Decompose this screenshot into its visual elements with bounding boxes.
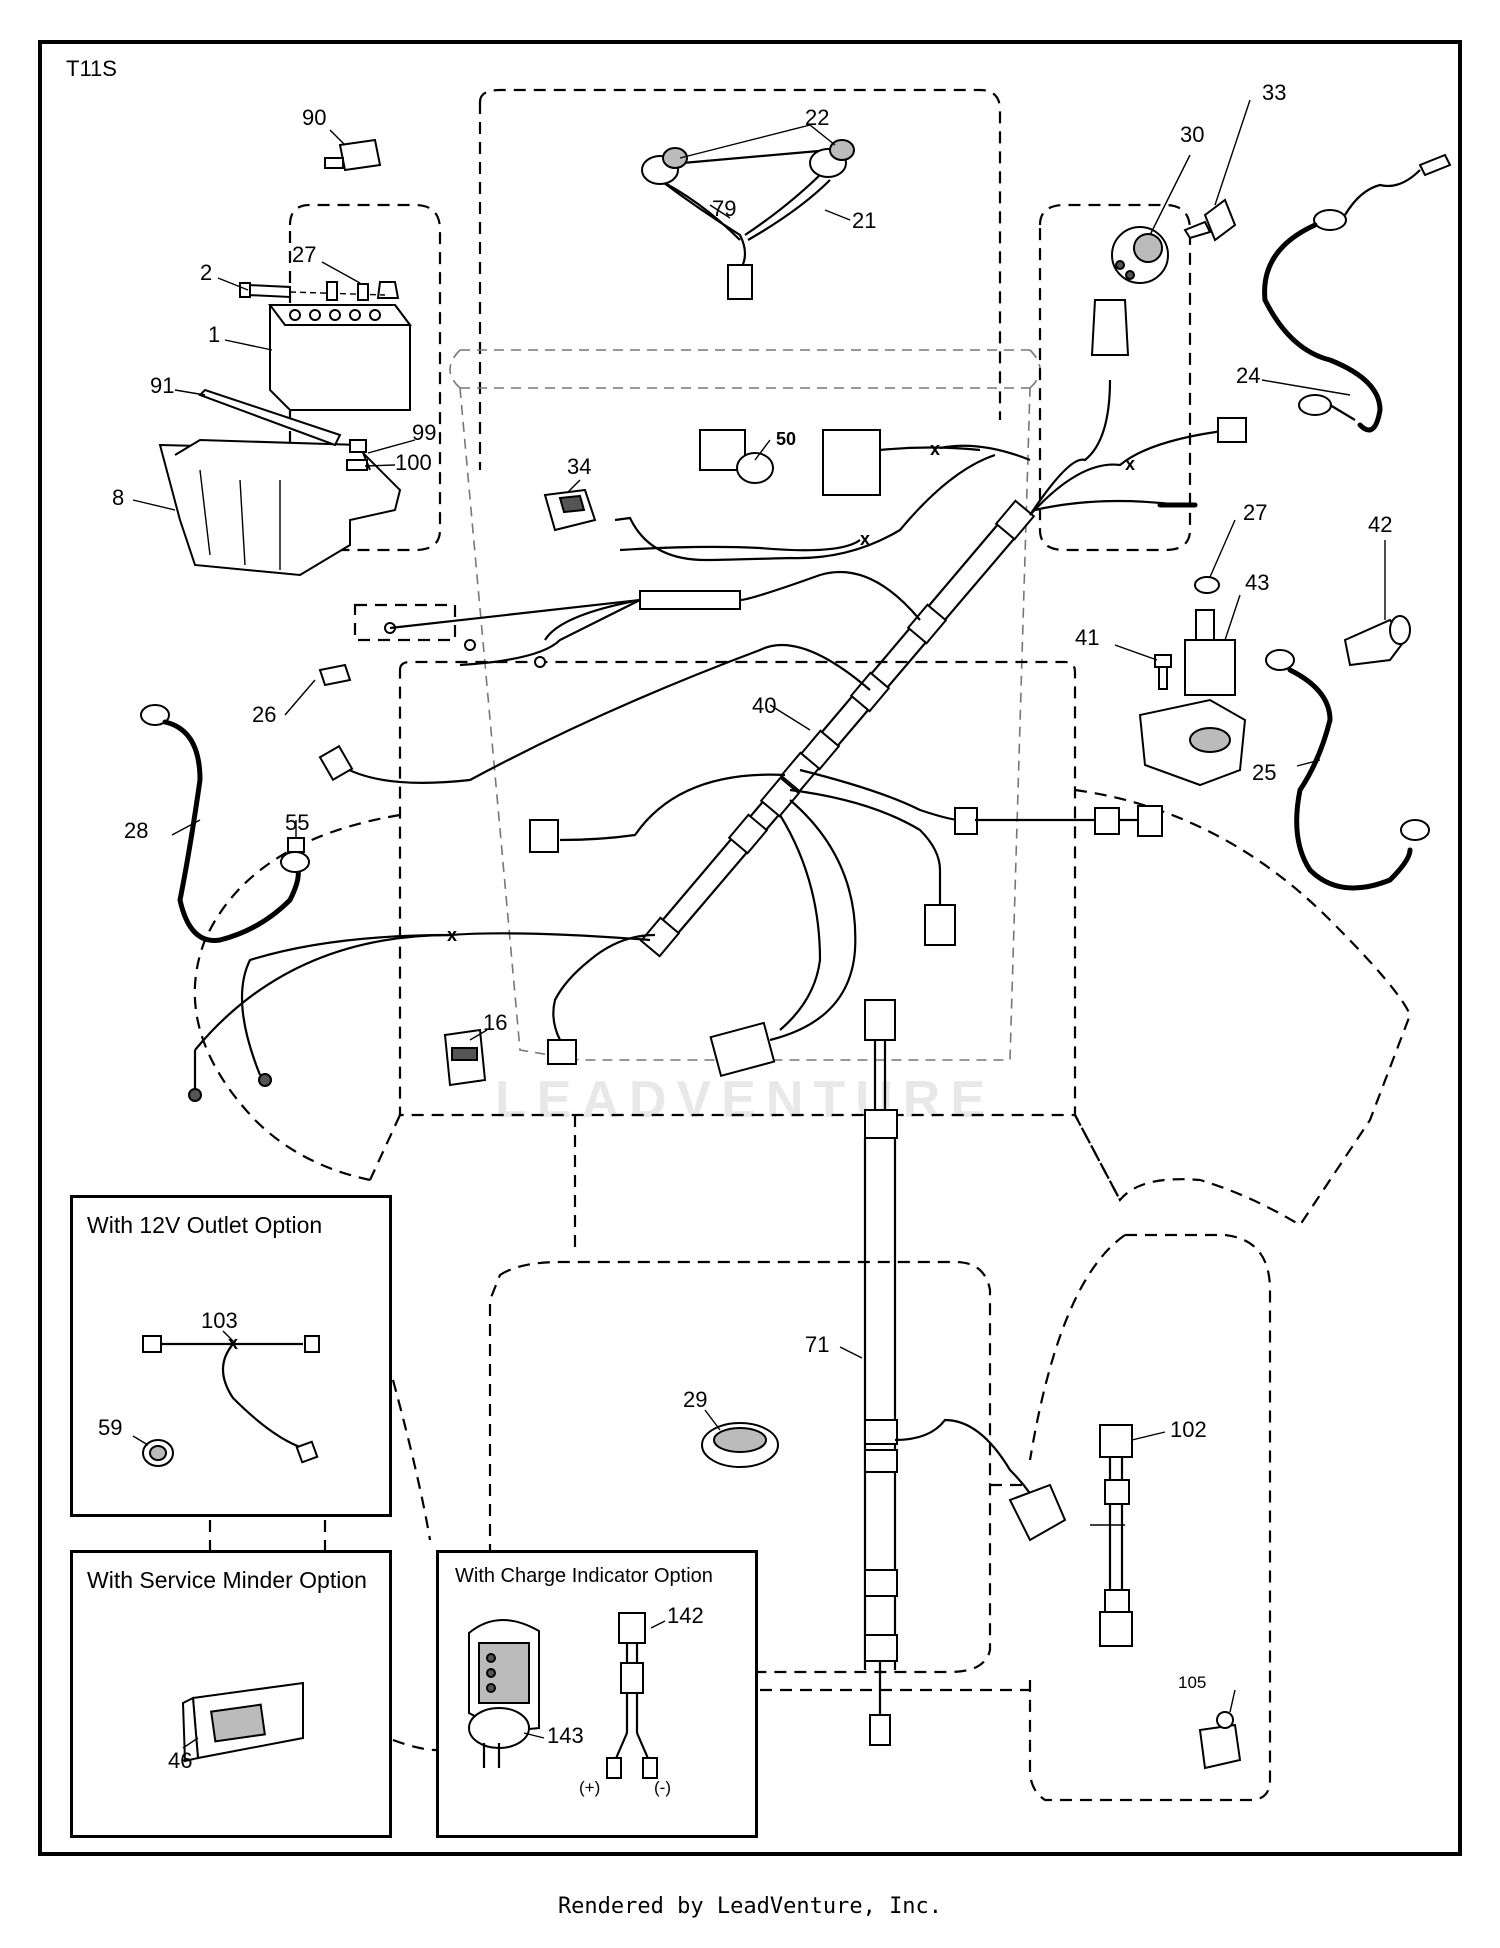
callout-102: 102 [1170,1417,1207,1442]
key-33 [1183,198,1237,242]
outlet-option-art: x 103 59 [98,1308,320,1467]
charge-indicator-art: 143 142 (+) (-) [468,1603,704,1797]
callout-142: 142 [667,1603,704,1628]
diagram-frame [38,40,1462,1856]
battery-1 [268,281,412,411]
callout-16: 16 [483,1010,507,1035]
callout-29: 29 [683,1387,707,1412]
grommet-29 [701,1422,779,1468]
callout-91: 91 [150,373,174,398]
callout-55: 55 [285,810,309,835]
callout-30: 30 [1180,122,1204,147]
callout-40: 40 [752,693,776,718]
part-105 [1198,1711,1242,1770]
cable-25 [1265,649,1430,891]
callout-24: 24 [1236,363,1260,388]
screw-55 [287,837,305,853]
callout-34: 34 [567,454,591,479]
callout-33: 33 [1262,80,1286,105]
option-box-12v-outlet: With 12V Outlet Option x 103 59 [70,1195,392,1517]
relay-16 [443,1028,487,1087]
harness-102 [1090,1424,1133,1647]
callout-103: 103 [201,1308,238,1333]
option-box-charge-indicator: With Charge Indicator Option 143 142 (+)… [436,1550,758,1838]
battery-box-8 [158,438,402,577]
footer-credit: Rendered by LeadVenture, Inc. [557,1894,943,1919]
option-title-charge-indicator: With Charge Indicator Option [455,1565,713,1587]
callout-22: 22 [805,105,829,130]
option-title-12v-outlet: With 12V Outlet Option [87,1212,323,1238]
label-negative: (-) [654,1778,671,1797]
nut-27b [1194,576,1220,594]
ignition-switch-30 [1111,226,1169,284]
part-90 [324,138,382,172]
service-minder-art: 46 [168,1681,304,1773]
boot-42 [1343,615,1411,667]
bolt-2 [239,281,386,301]
callout-79: 79 [712,196,736,221]
callout-59: 59 [98,1415,122,1440]
callout-27b: 27 [1243,500,1267,525]
strap-91 [198,388,342,447]
lights-21-22-79 [641,139,855,300]
callout-28: 28 [124,818,148,843]
callout-25: 25 [1252,760,1276,785]
cable-28 [140,704,310,943]
option-title-service-minder: With Service Minder Option [87,1567,367,1593]
solenoid-43 [1138,609,1247,787]
harness-40: x x x x [188,299,1247,1102]
callout-21: 21 [852,208,876,233]
callout-43: 43 [1245,570,1269,595]
callout-100: 100 [395,450,432,475]
callout-27a: 27 [292,242,316,267]
option-box-service-minder: With Service Minder Option 46 [70,1550,392,1838]
svg-text:x: x [228,1333,238,1353]
svg-text:x: x [930,439,940,459]
svg-text:x: x [860,529,870,549]
watermark: LEADVENTURE [495,1071,996,1129]
svg-text:x: x [447,925,457,945]
callout-41: 41 [1075,625,1099,650]
bolt-41 [1154,654,1172,690]
callout-46: 46 [168,1748,192,1773]
fuse-26 [318,663,352,687]
callout-42: 42 [1368,512,1392,537]
callout-8: 8 [112,485,124,510]
callout-99: 99 [412,420,436,445]
callout-2: 2 [200,260,212,285]
label-positive: (+) [579,1778,600,1797]
callout-105: 105 [1178,1673,1206,1692]
callout-50: 50 [776,429,796,449]
diagram-id: T11S [66,56,117,81]
callout-71: 71 [805,1332,829,1357]
leader-lines [132,99,1386,1713]
callout-labels: 2 27 1 91 99 100 8 90 22 79 21 30 33 24 … [112,80,1392,1692]
callout-26: 26 [252,702,276,727]
switch-50 [699,429,774,484]
switch-34 [543,488,597,532]
harness-71 [863,999,1067,1746]
nut-99-100 [346,439,368,471]
callout-143: 143 [547,1723,584,1748]
cable-24 [1262,153,1452,433]
region-outlines [193,88,1412,1802]
svg-text:x: x [1125,454,1135,474]
callout-90: 90 [302,105,326,130]
callout-1: 1 [208,322,220,347]
